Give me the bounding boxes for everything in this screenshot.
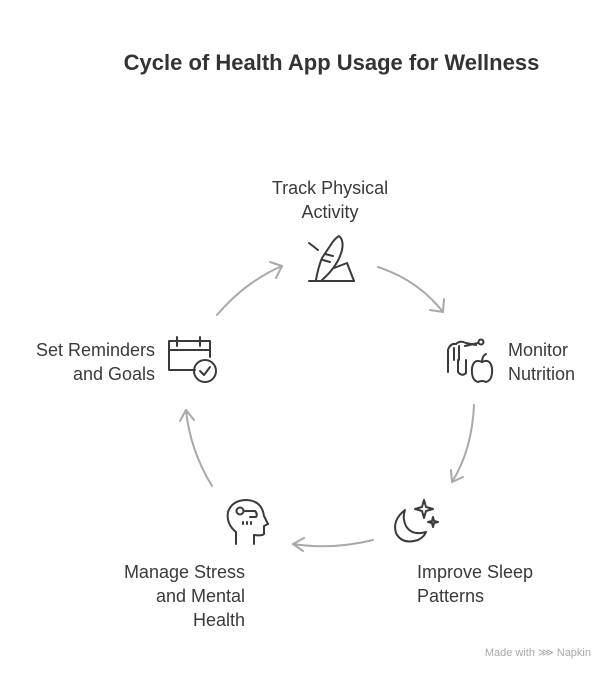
step-improve-sleep-patterns: Improve Sleep Patterns bbox=[417, 560, 533, 608]
running-shoe-icon bbox=[308, 235, 355, 282]
head-cloud-icon bbox=[226, 499, 269, 545]
step-label-line: Set Reminders bbox=[35, 340, 155, 360]
step-label-line: Track Physical bbox=[271, 178, 389, 198]
step-label-line: and Mental bbox=[155, 586, 245, 606]
hand-apple-icon bbox=[447, 338, 494, 383]
arrow-to-stress bbox=[292, 537, 374, 552]
step-label-line: Improve Sleep bbox=[417, 562, 534, 582]
step-label-line: and Goals bbox=[72, 364, 155, 384]
step-label-line: Monitor bbox=[508, 340, 569, 360]
diagram-title: Cycle of Health App Usage for Wellness bbox=[123, 50, 540, 75]
arrow-to-reminders bbox=[179, 409, 213, 487]
step-label-line: Manage Stress bbox=[123, 562, 245, 582]
step-label-line: Nutrition bbox=[508, 364, 576, 384]
calendar-check-icon bbox=[168, 336, 217, 383]
step-label-line: Health bbox=[192, 610, 245, 630]
step-set-reminders: Set Reminders and Goals bbox=[36, 338, 155, 386]
step-track-physical-activity: Track Physical Activity bbox=[255, 176, 405, 224]
napkin-brand: Napkin bbox=[556, 647, 591, 659]
arrow-to-sleep bbox=[450, 404, 475, 483]
step-manage-stress: Manage Stress and Mental Health bbox=[124, 560, 245, 632]
made-with-text: Made with bbox=[484, 647, 535, 659]
arrow-to-track bbox=[216, 261, 283, 316]
napkin-credit[interactable]: Made with ⋙ Napkin bbox=[485, 646, 591, 659]
napkin-logo-icon: ⋙ bbox=[538, 647, 554, 659]
step-label-line: Patterns bbox=[417, 586, 485, 606]
moon-stars-icon bbox=[394, 499, 439, 543]
step-label-line: Activity bbox=[301, 202, 359, 222]
arrow-to-nutrition bbox=[377, 266, 445, 313]
step-monitor-nutrition: Monitor Nutrition bbox=[508, 338, 575, 386]
